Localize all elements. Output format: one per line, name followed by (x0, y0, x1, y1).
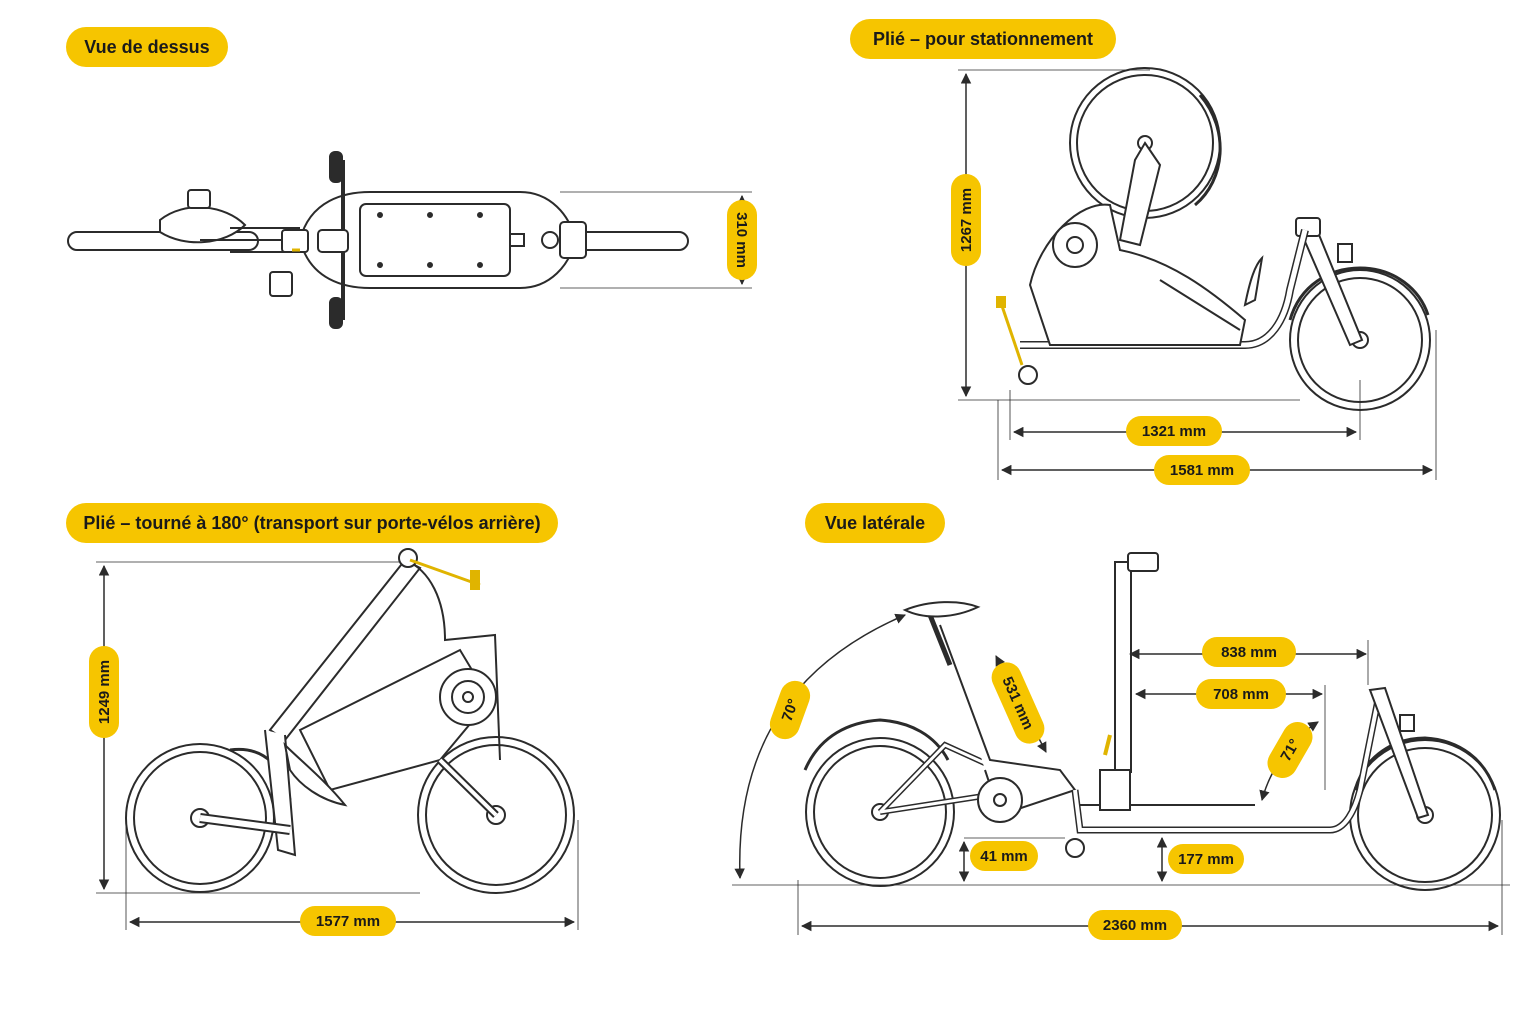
side-view-drawing (803, 552, 1501, 891)
parking-height-dim-label: 1267 mm (951, 174, 981, 266)
side-total-length-dim-label: 2360 mm (1088, 910, 1182, 940)
top-view-title: Vue de dessus (66, 27, 228, 67)
rotated-height-dim-label: 1249 mm (89, 646, 119, 738)
rotated-view-title: Plié – tourné à 180° (transport sur port… (66, 503, 558, 543)
parking-length-inner-dim-label: 1321 mm (1126, 416, 1222, 446)
side-saddle (902, 601, 981, 618)
side-cargo-outer-dim-label: 838 mm (1202, 637, 1296, 667)
parking-view-title: Plié – pour stationnement (850, 19, 1116, 59)
parking-view-drawing (996, 67, 1431, 411)
side-view-title: Vue latérale (805, 503, 945, 543)
side-crank-clearance-dim-label: 41 mm (970, 841, 1038, 871)
parking-length-outer-dim-label: 1581 mm (1154, 455, 1250, 485)
side-cargo-inner-dim-label: 708 mm (1196, 679, 1286, 709)
top-saddle (159, 206, 247, 244)
rotated-view-drawing (125, 548, 575, 894)
top-width-dim-label: 310 mm (727, 200, 757, 280)
top-view-drawing (67, 151, 689, 329)
rotated-length-dim-label: 1577 mm (300, 906, 396, 936)
side-ground-clearance-dim-label: 177 mm (1168, 844, 1244, 874)
